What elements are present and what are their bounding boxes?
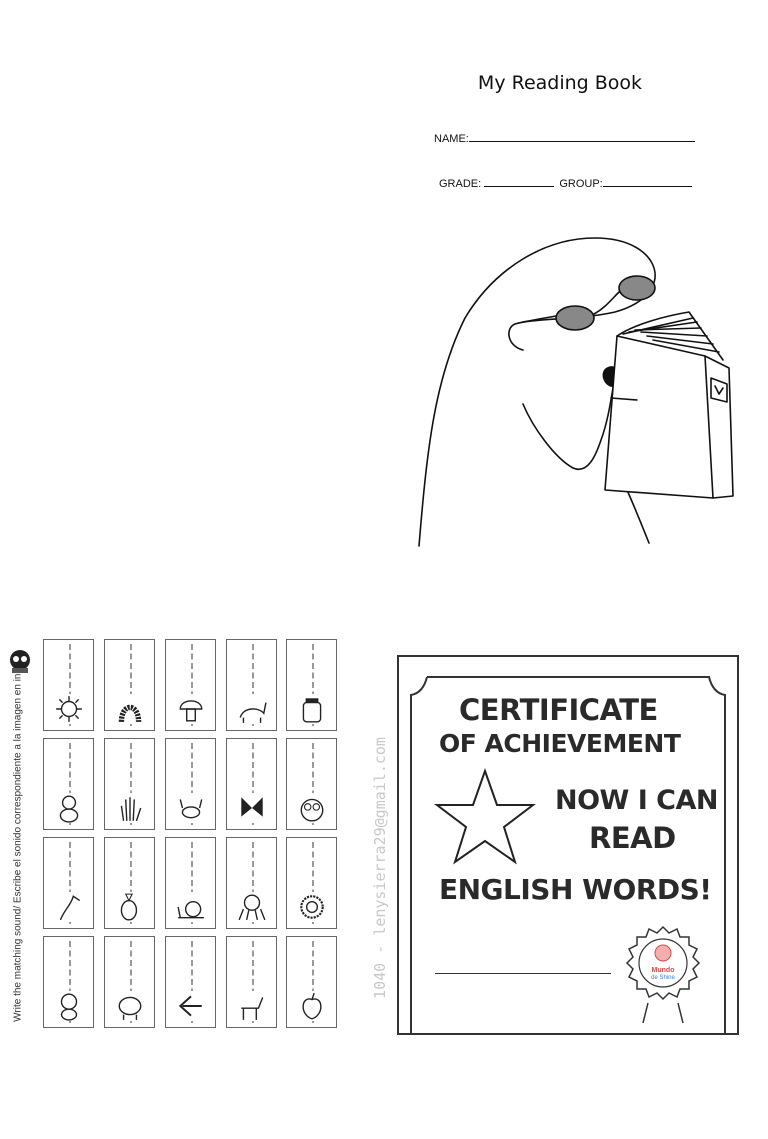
name-field: NAME: — [434, 130, 695, 145]
worksheet-logo-icon — [10, 650, 30, 673]
writing-guide-line — [190, 743, 193, 825]
worksheet-cell[interactable] — [226, 837, 277, 929]
owl-icon — [296, 793, 327, 823]
group-label: GROUP: — [559, 178, 603, 190]
badge-brand: Mundo — [651, 967, 675, 974]
phonics-worksheet: Write the matching sound/ Escribe el son… — [0, 630, 345, 1028]
writing-guide-line — [311, 941, 314, 1023]
writing-guide-line — [68, 644, 71, 726]
writing-guide-line — [129, 743, 132, 825]
teddy-bear-icon — [53, 793, 84, 823]
mushroom-icon — [175, 694, 206, 724]
bird-icon — [53, 892, 84, 922]
jar-icon — [296, 694, 327, 724]
worksheet-cell[interactable] — [226, 936, 277, 1028]
watermark-text: 1040 - lenysierra29@gmail.com — [371, 737, 389, 999]
worksheet-instructions: Write the matching sound/ Escribe el son… — [12, 655, 24, 1022]
tiger-icon — [236, 694, 267, 724]
horse-icon — [236, 991, 267, 1021]
worksheet-cell[interactable] — [286, 639, 337, 731]
cert-line-english-words: ENGLISH WORDS! — [439, 873, 712, 906]
elephant-icon — [114, 991, 145, 1021]
worksheet-cell[interactable] — [104, 639, 155, 731]
writing-guide-line — [251, 743, 254, 825]
grade-label: GRADE: — [439, 178, 482, 190]
writing-guide-line — [68, 842, 71, 924]
butterfly-icon — [236, 793, 267, 823]
watermark: 1040 - lenysierra29@gmail.com — [360, 712, 400, 1024]
signature-line[interactable] — [435, 973, 611, 974]
hand-icon — [114, 793, 145, 823]
lion-icon — [296, 892, 327, 922]
cert-line-now-i-can: NOW I CAN — [555, 785, 718, 816]
worksheet-cell[interactable] — [165, 738, 216, 830]
fish-icon — [114, 892, 145, 922]
certificate-content: CERTIFICATE OF ACHIEVEMENT NOW I CAN REA… — [413, 675, 723, 1055]
name-label: NAME: — [434, 133, 469, 145]
worksheet-cell[interactable] — [43, 639, 94, 731]
worksheet-cell[interactable] — [226, 639, 277, 731]
caterpillar-icon — [114, 694, 145, 724]
sun-icon — [53, 694, 84, 724]
star-icon — [434, 767, 536, 865]
crab-icon — [175, 793, 206, 823]
writing-guide-line — [68, 941, 71, 1023]
worksheet-cell[interactable] — [43, 837, 94, 929]
octopus-icon — [236, 892, 267, 922]
arrow-left-icon — [175, 991, 206, 1021]
worksheet-cell[interactable] — [286, 936, 337, 1028]
worksheet-cell[interactable] — [43, 936, 94, 1028]
worksheet-cell[interactable] — [165, 936, 216, 1028]
writing-guide-line — [190, 842, 193, 924]
writing-guide-line — [129, 842, 132, 924]
worksheet-cell[interactable] — [104, 837, 155, 929]
writing-guide-line — [251, 644, 254, 726]
writing-guide-line — [251, 941, 254, 1023]
monkey-icon — [53, 991, 84, 1021]
writing-guide-line — [311, 743, 314, 825]
badge-sub: de Shine — [651, 975, 675, 981]
worksheet-cell[interactable] — [104, 936, 155, 1028]
writing-guide-line — [129, 941, 132, 1023]
cert-subtitle: OF ACHIEVEMENT — [439, 729, 681, 758]
writing-guide-line — [311, 842, 314, 924]
worksheet-cell[interactable] — [286, 738, 337, 830]
certificate: CERTIFICATE OF ACHIEVEMENT NOW I CAN REA… — [397, 655, 739, 1035]
book-title: My Reading Book — [477, 72, 643, 94]
snail-icon — [175, 892, 206, 922]
certificate-frame — [410, 676, 726, 1033]
name-line[interactable] — [468, 130, 695, 142]
writing-guide-line — [129, 644, 132, 726]
worksheet-cell[interactable] — [286, 837, 337, 929]
worksheet-cell[interactable] — [165, 837, 216, 929]
writing-guide-line — [251, 842, 254, 924]
writing-guide-line — [311, 644, 314, 726]
grade-line[interactable] — [484, 175, 555, 187]
cert-line-read: READ — [589, 821, 676, 855]
writing-guide-line — [190, 644, 193, 726]
worksheet-cell[interactable] — [165, 639, 216, 731]
worksheet-cell[interactable] — [226, 738, 277, 830]
worksheet-cell[interactable] — [43, 738, 94, 830]
grade-group-field: GRADE: GROUP: — [439, 175, 692, 190]
rosette-badge — [625, 925, 701, 1023]
writing-guide-line — [190, 941, 193, 1023]
ghost-reading-illustration — [418, 237, 734, 547]
worksheet-cell[interactable] — [104, 738, 155, 830]
group-line[interactable] — [602, 175, 692, 187]
writing-guide-line — [68, 743, 71, 825]
apple-icon — [296, 991, 327, 1021]
cert-title: CERTIFICATE — [459, 693, 658, 727]
